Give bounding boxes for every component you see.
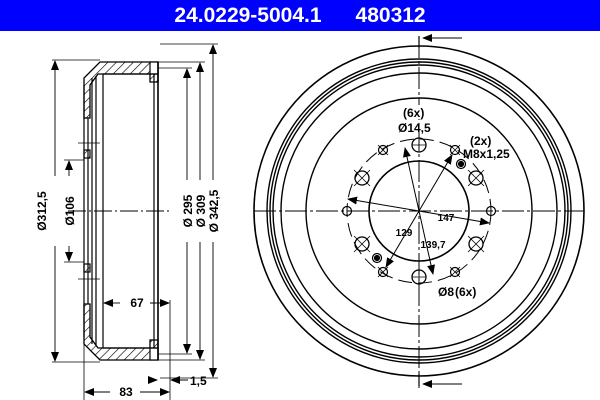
small-holes [341,144,497,278]
threaded-holes [371,158,467,264]
dim-outer-diameter-left: Ø312,5 [35,191,49,231]
dim-hub-bore: Ø106 [63,196,77,226]
small-hole-count: (6x) [455,285,476,299]
section-top [83,61,159,119]
dim-overall-height: 83 [119,385,133,399]
thread-size: M8x1,25 [463,147,510,161]
dim-flange-offset: 1,5 [190,374,207,388]
large-hole-count: (6x) [403,106,424,120]
section-bottom [83,303,159,361]
side-view [51,43,218,400]
part-number: 24.0229-5004.1 [174,3,322,27]
dim-rim-diameter: Ø 309 [194,194,208,227]
large-holes [353,137,485,285]
large-hole-diameter: Ø14,5 [398,121,431,135]
thread-count: (2x) [470,134,491,148]
dim-braking-surface: Ø 295 [181,194,195,227]
title-bar: 24.0229-5004.1 480312 [0,0,600,31]
dim-inner-depth: 67 [130,296,144,310]
pcd-middle-label: 139,7 [420,240,445,251]
reference-number: 480312 [355,3,426,27]
dim-overall-diameter: Ø 342,5 [207,189,221,232]
pcd-outer-label: 147 [438,213,455,224]
front-view [253,34,585,388]
small-hole-diameter: Ø8 [438,285,454,299]
pcd-inner-label: 129 [396,228,413,239]
